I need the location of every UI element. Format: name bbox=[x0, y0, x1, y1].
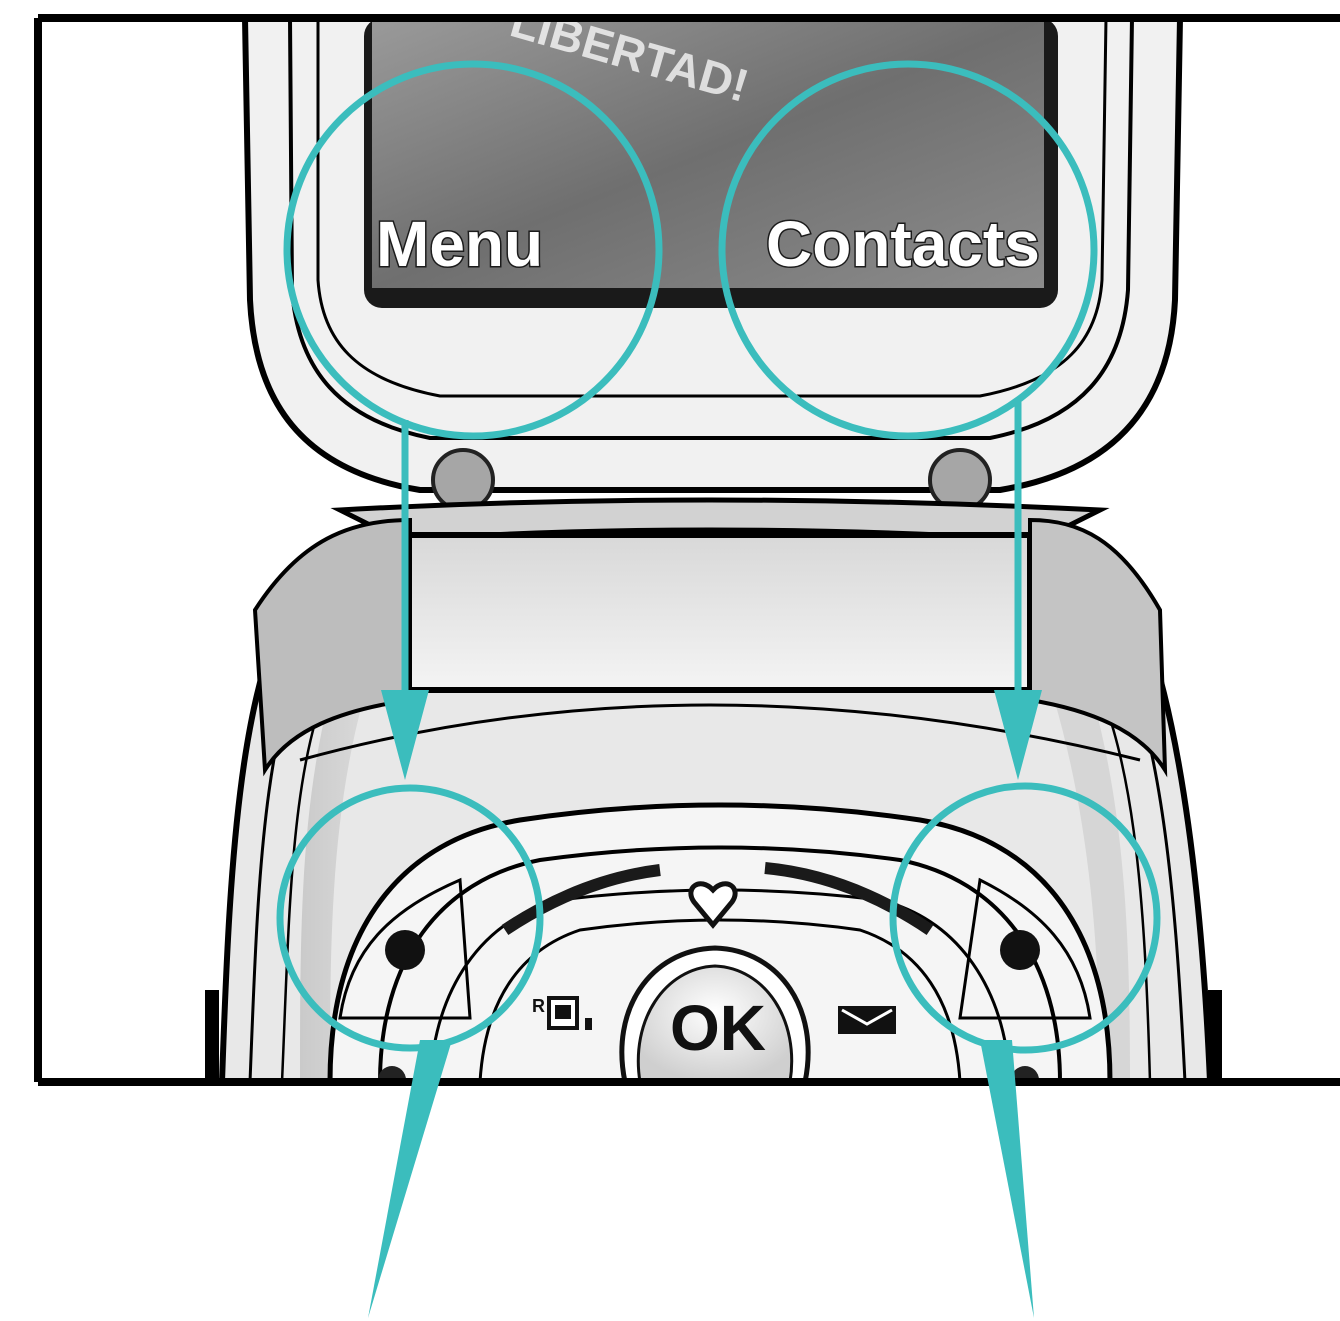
svg-text:R: R bbox=[532, 996, 545, 1016]
phone-screen: LIBERTAD! Menu Contacts bbox=[364, 0, 1058, 308]
right-softkey-label: Contacts bbox=[766, 208, 1040, 280]
svg-text:OK: OK bbox=[670, 992, 766, 1064]
hinge-bump-left bbox=[433, 450, 493, 510]
message-icon[interactable] bbox=[838, 1006, 896, 1034]
hinge-bump-right bbox=[930, 450, 990, 510]
right-softkey-button[interactable] bbox=[1000, 930, 1040, 970]
left-softkey-button[interactable] bbox=[385, 930, 425, 970]
phone-body: LIBERTAD! Menu Contacts bbox=[222, 0, 1210, 1094]
left-softkey-label: Menu bbox=[376, 208, 543, 280]
